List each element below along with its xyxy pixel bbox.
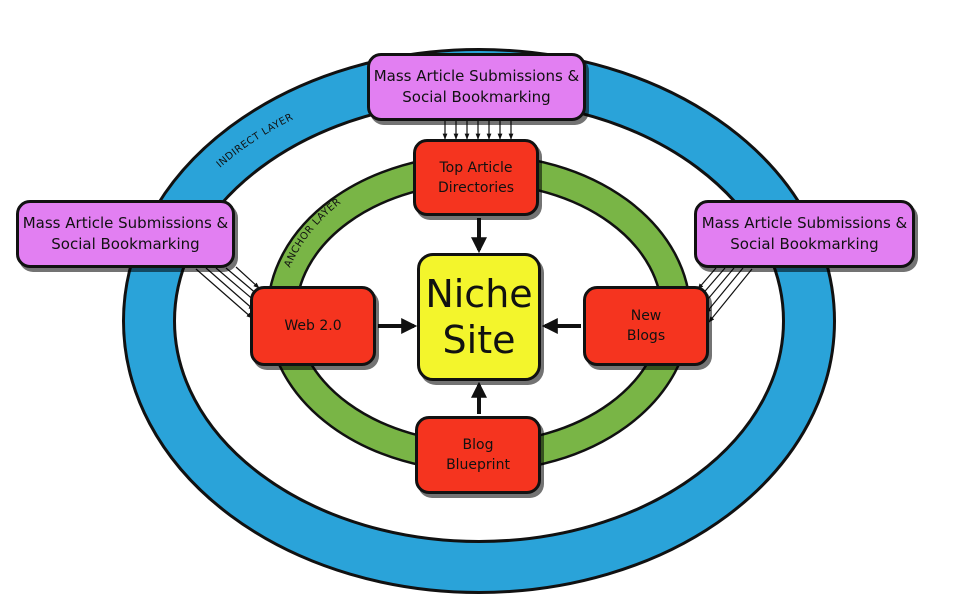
indirect-node-top: Mass Article Submissions & Social Bookma… [367, 53, 586, 121]
anchor-node-left-label: Web 2.0 [284, 318, 342, 334]
anchor-node-blog-blueprint: Blog Blueprint [415, 416, 541, 494]
center-node-niche-site: Niche Site [417, 253, 541, 381]
anchor-node-web-2-0: Web 2.0 [250, 286, 376, 366]
anchor-node-top-label: Top Article Directories [437, 159, 515, 196]
indirect-node-left: Mass Article Submissions & Social Bookma… [16, 200, 235, 268]
indirect-node-right: Mass Article Submissions & Social Bookma… [694, 200, 915, 268]
center-node-label: Niche Site [425, 272, 533, 362]
anchor-node-right-label: New Blogs [626, 308, 666, 344]
indirect-node-left-label: Mass Article Submissions & Social Bookma… [22, 214, 229, 253]
thin-arrows-left [195, 266, 260, 319]
anchor-arrows [378, 218, 581, 414]
thin-arrows-top [442, 121, 514, 140]
indirect-node-right-label: Mass Article Submissions & Social Bookma… [701, 214, 908, 253]
anchor-node-bottom-label: Blog Blueprint [446, 437, 510, 473]
anchor-node-top-article-directories: Top Article Directories [413, 139, 539, 216]
indirect-node-top-label: Mass Article Submissions & Social Bookma… [373, 67, 580, 106]
anchor-node-new-blogs: New Blogs [583, 286, 709, 366]
